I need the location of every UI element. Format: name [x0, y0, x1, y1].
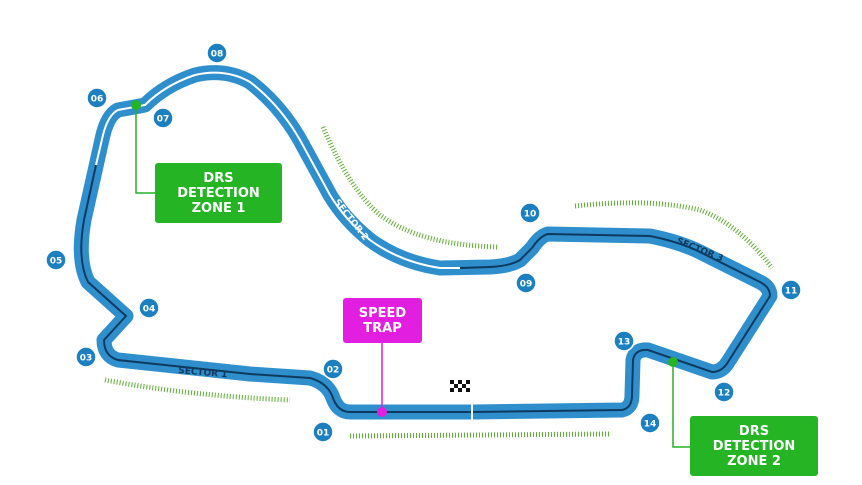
svg-text:02: 02 [327, 366, 340, 376]
speed-trap-line2: TRAP [363, 320, 402, 336]
turn-11-marker: 11 [780, 279, 802, 301]
drs-zone-1-line3: ZONE 1 [191, 200, 246, 216]
svg-text:04: 04 [143, 305, 156, 315]
turn-01-marker: 01 [312, 421, 334, 443]
track [73, 65, 778, 420]
drs-zone-1-line1: DRS [203, 170, 234, 186]
turn-03-marker: 03 [75, 346, 97, 368]
speed-trap-label: SPEED TRAP [343, 298, 422, 343]
turn-markers: 01 02 03 04 05 06 07 08 09 10 11 12 13 1… [45, 42, 802, 443]
drs-zone-2-connector [672, 362, 691, 448]
drs-zone-2-line2: DETECTION [712, 438, 796, 454]
speed-trap-line1: SPEED [358, 305, 407, 321]
turn-12-marker: 12 [713, 381, 735, 403]
svg-text:05: 05 [50, 257, 63, 267]
svg-text:03: 03 [80, 354, 93, 364]
svg-text:07: 07 [157, 115, 170, 125]
drs-detection-zone-2-label: DRS DETECTION ZONE 2 [690, 416, 818, 476]
svg-text:08: 08 [211, 50, 224, 60]
turn-09-marker: 09 [515, 272, 537, 294]
turn-06-marker: 06 [86, 87, 108, 109]
svg-text:11: 11 [785, 287, 798, 297]
turn-14-marker: 14 [639, 412, 661, 434]
svg-text:10: 10 [524, 210, 537, 220]
drs-detection-zone-1-label: DRS DETECTION ZONE 1 [155, 163, 282, 223]
svg-text:13: 13 [618, 338, 631, 348]
drs-zone-1-connector [135, 105, 156, 194]
sector-3-line [350, 232, 772, 413]
drs-zone-2-line3: ZONE 2 [727, 453, 781, 469]
sector-1-label: SECTOR 1 [178, 366, 228, 380]
checkered-flag-icon [450, 380, 470, 392]
drs-detection-point-2 [668, 357, 678, 367]
svg-text:14: 14 [644, 420, 657, 430]
sector-2-line [95, 71, 460, 269]
turn-04-marker: 04 [138, 297, 160, 319]
sector-2-label: SECTOR 2 [332, 198, 370, 243]
turn-08-marker: 08 [206, 42, 228, 64]
drs-zone-line [320, 126, 499, 250]
turn-05-marker: 05 [45, 249, 67, 271]
speed-trap-point [377, 407, 387, 417]
turn-13-marker: 13 [613, 330, 635, 352]
turn-02-marker: 02 [322, 358, 344, 380]
drs-zone-line [574, 200, 775, 270]
drs-detection-point-1 [131, 100, 141, 110]
turn-07-marker: 07 [152, 107, 174, 129]
svg-text:09: 09 [520, 280, 533, 290]
drs-zone-line [349, 431, 611, 439]
sector-1-line [80, 164, 351, 413]
svg-text:06: 06 [91, 95, 104, 105]
svg-text:12: 12 [718, 389, 731, 399]
turn-10-marker: 10 [519, 202, 541, 224]
drs-zone-line [104, 377, 291, 403]
drs-zones [104, 126, 775, 439]
svg-text:01: 01 [317, 429, 330, 439]
drs-zone-1-line2: DETECTION [177, 185, 260, 201]
drs-zone-2-line1: DRS [738, 423, 770, 439]
